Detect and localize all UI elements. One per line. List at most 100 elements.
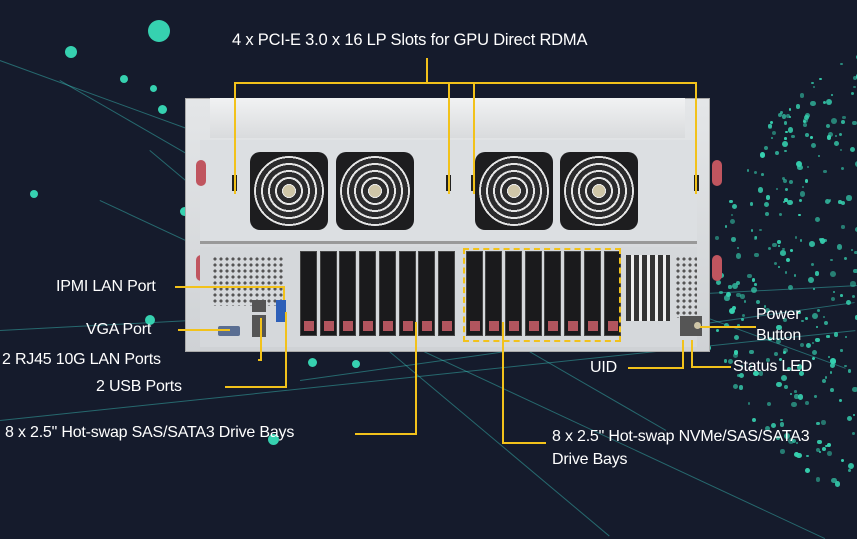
drive-bay[interactable] xyxy=(339,251,357,336)
drive-release-latch[interactable] xyxy=(402,321,413,331)
globe-dot xyxy=(731,282,738,289)
globe-dot xyxy=(782,200,785,203)
power-button-label-2: Button xyxy=(756,327,802,344)
uid-label: UID xyxy=(590,359,617,376)
drive-release-latch[interactable] xyxy=(304,321,314,331)
vent-grille xyxy=(675,256,697,318)
globe-dot xyxy=(758,371,764,376)
vga-port-label: VGA Port xyxy=(86,321,152,338)
globe-dot xyxy=(844,257,848,261)
globe-dot xyxy=(781,176,786,181)
globe-dot xyxy=(784,198,789,203)
globe-dot xyxy=(772,242,777,248)
decorative-dot xyxy=(158,105,167,114)
drive-bay[interactable] xyxy=(583,251,601,336)
globe-dot xyxy=(854,160,857,167)
drive-bay[interactable] xyxy=(300,251,317,336)
globe-dot xyxy=(759,152,766,158)
globe-dot xyxy=(767,401,771,406)
globe-dot xyxy=(735,281,740,286)
globe-dot xyxy=(733,334,739,341)
power-button[interactable] xyxy=(694,322,701,329)
drive-bay[interactable] xyxy=(564,251,582,336)
globe-dot xyxy=(726,291,732,298)
globe-dot xyxy=(739,385,744,390)
drive-bay[interactable] xyxy=(319,251,337,336)
globe-dot xyxy=(822,447,826,452)
globe-dot xyxy=(780,449,785,454)
globe-dot xyxy=(754,236,758,240)
globe-dot xyxy=(751,418,756,423)
globe-dot xyxy=(832,290,836,293)
globe-dot xyxy=(844,336,848,339)
drive-release-latch[interactable] xyxy=(509,321,519,331)
drive-bay[interactable] xyxy=(418,251,436,336)
globe-dot xyxy=(812,85,815,88)
globe-dot xyxy=(787,200,793,206)
drive-release-latch[interactable] xyxy=(382,321,393,331)
drive-release-latch[interactable] xyxy=(528,321,539,331)
globe-dot xyxy=(723,358,728,363)
globe-dot xyxy=(786,367,792,372)
globe-dot xyxy=(753,371,759,377)
drive-release-latch[interactable] xyxy=(587,321,598,331)
drive-release-latch[interactable] xyxy=(363,321,374,331)
drive-bay[interactable] xyxy=(378,251,396,336)
drive-bay[interactable] xyxy=(359,251,377,336)
globe-dot xyxy=(810,135,814,139)
globe-dot xyxy=(812,356,816,360)
control-panel xyxy=(680,316,702,336)
drive-release-latch[interactable] xyxy=(548,321,559,331)
globe-dot xyxy=(811,342,814,345)
drive-bay[interactable] xyxy=(524,251,542,336)
globe-dot xyxy=(729,199,733,203)
drive-bay[interactable] xyxy=(437,251,455,336)
drive-release-latch[interactable] xyxy=(441,321,452,331)
globe-dot xyxy=(784,187,789,192)
globe-dot xyxy=(809,100,816,107)
globe-dot xyxy=(783,121,788,125)
globe-dot xyxy=(763,201,770,208)
drive-bay[interactable] xyxy=(485,251,503,336)
globe-dot xyxy=(795,160,802,167)
drive-release-latch[interactable] xyxy=(343,321,354,331)
drive-release-latch[interactable] xyxy=(568,321,579,331)
globe-dot xyxy=(749,202,754,206)
globe-dot xyxy=(794,235,798,239)
globe-dot xyxy=(807,277,814,283)
globe-dot xyxy=(754,170,758,174)
globe-dot xyxy=(852,432,856,436)
globe-dot xyxy=(794,394,799,399)
drive-release-latch[interactable] xyxy=(607,321,618,331)
drive-release-latch[interactable] xyxy=(469,321,480,331)
globe-dot xyxy=(732,383,739,390)
drive-bay[interactable] xyxy=(505,251,522,336)
pcie-callout-line xyxy=(234,82,697,84)
globe-dot xyxy=(815,477,821,482)
drive-bay[interactable] xyxy=(465,251,483,336)
globe-dot xyxy=(823,238,827,242)
sas-drive-bays-label: 8 x 2.5" Hot-swap SAS/SATA3 Drive Bays xyxy=(5,424,295,441)
power-button-label: Power xyxy=(756,306,801,323)
globe-dot xyxy=(765,308,771,314)
globe-dot xyxy=(822,315,826,319)
globe-dot xyxy=(787,127,794,133)
drive-bay[interactable] xyxy=(544,251,562,336)
globe-dot xyxy=(782,317,787,322)
drive-bay[interactable] xyxy=(398,251,416,336)
globe-dot xyxy=(833,332,838,337)
globe-dot xyxy=(781,375,788,381)
globe-dot xyxy=(783,347,789,353)
drive-release-latch[interactable] xyxy=(422,321,433,331)
globe-dot xyxy=(817,439,822,444)
globe-dot xyxy=(815,326,819,329)
globe-dot xyxy=(826,98,833,105)
fan-icon xyxy=(475,152,553,230)
globe-dot xyxy=(728,308,735,315)
decorative-dot xyxy=(65,46,77,58)
globe-dot xyxy=(853,268,857,274)
globe-dot xyxy=(731,203,738,210)
drive-release-latch[interactable] xyxy=(489,321,500,331)
drive-release-latch[interactable] xyxy=(323,321,334,331)
globe-dot xyxy=(823,169,827,174)
